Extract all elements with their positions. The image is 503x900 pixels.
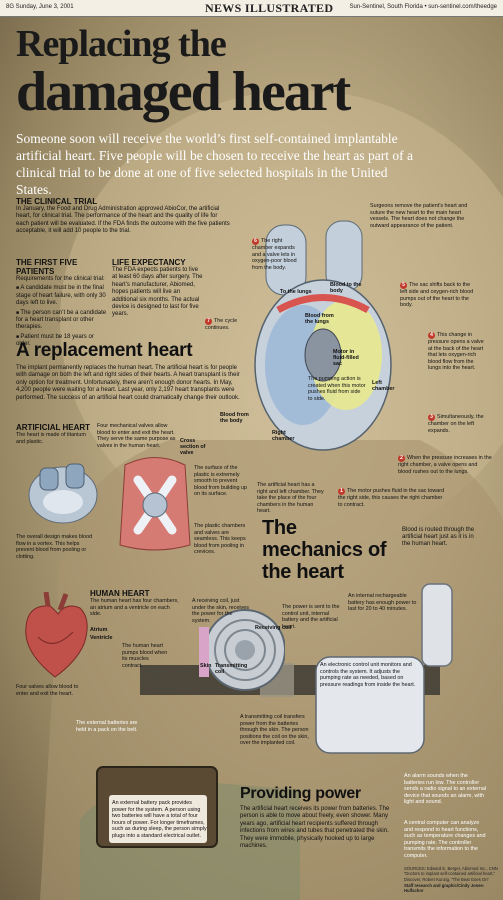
- artificial-heart-device-image: [28, 463, 98, 524]
- transmitting-coil-callout: A transmitting coil transfers power from…: [240, 714, 309, 747]
- step-number: 2: [398, 455, 405, 462]
- providing-power-heading: Providing power: [240, 785, 361, 802]
- artificial-place-callout: The artificial heart has a right and lef…: [257, 482, 324, 515]
- replacement-heading: A replacement heart: [16, 340, 193, 361]
- first-five-section: THE FIRST FIVE PATIENTS Requirements for…: [16, 258, 110, 349]
- masthead-source: Sun-Sentinel, South Florida • sun-sentin…: [349, 4, 497, 10]
- skin-label: Skin: [200, 663, 212, 669]
- step-number: 5: [400, 282, 407, 289]
- ventricle-label: Ventricle: [90, 635, 113, 641]
- surgeons-callout: Surgeons remove the patient’s heart and …: [370, 203, 468, 229]
- power-sent-callout: The power is sent to the control unit, i…: [282, 604, 340, 630]
- first-five-bullet: A candidate must be in the final stage o…: [16, 285, 110, 307]
- replacement-text: The implant permanently replaces the hum…: [16, 365, 240, 401]
- step-number: 3: [428, 414, 435, 421]
- from-lungs-label: Blood from the lungs: [305, 313, 334, 325]
- external-battery-callout: An external battery pack provides power …: [112, 800, 207, 839]
- first-five-bullet: Patient must be 18 years or older.: [16, 334, 110, 349]
- mechanics-heading: The mechanics of the heart: [262, 517, 387, 583]
- motor-label: Motor in fluid-filled sac: [333, 349, 359, 367]
- from-body-label: Blood from the body: [220, 412, 249, 424]
- internal-battery-image: [421, 583, 453, 667]
- control-unit-image: [315, 656, 425, 754]
- transmitting-coil-label: Transmitting coil: [215, 663, 248, 675]
- intro-text: Someone soon will receive the world’s fi…: [16, 131, 413, 197]
- first-five-intro: Requirements for the clinical trial:: [16, 276, 105, 282]
- coil-image: [199, 609, 285, 691]
- internal-battery-callout: An internal rechargeable battery has eno…: [348, 593, 417, 613]
- clinical-trial-section: THE CLINICAL TRIAL In January, the Food …: [16, 197, 231, 236]
- sources: SOURCES: Edward E. Berger, Abiomed Inc.,…: [404, 866, 498, 882]
- clinical-trial-heading: THE CLINICAL TRIAL: [16, 197, 98, 206]
- first-five-heading: THE FIRST FIVE PATIENTS: [16, 258, 78, 276]
- step-number: 1: [338, 488, 345, 495]
- alarm-callout: An alarm sounds when the batteries run l…: [404, 773, 487, 806]
- replacement-section: A replacement heart The implant permanen…: [16, 340, 241, 402]
- human-heart-caption: HUMAN HEART The human heart has four cha…: [90, 589, 180, 618]
- step-number: 6: [252, 238, 259, 245]
- credit: Staff research and graphic/Cindy Jones-H…: [404, 883, 485, 894]
- external-battery-image: [96, 766, 218, 848]
- artificial-heart-caption: ARTIFICIAL HEART The heart is made of ti…: [16, 423, 94, 445]
- artificial-heart-text: The heart is made of titanium and plasti…: [16, 432, 86, 445]
- life-expectancy-section: LIFE EXPECTANCY The FDA expects patients…: [112, 258, 204, 319]
- human-heart-pumps-callout: The human heart pumps blood when its mus…: [122, 643, 168, 669]
- artificial-heart-diagram: [254, 220, 392, 451]
- central-computer-callout: A central computer can analyze and respo…: [404, 820, 486, 859]
- title-line-2: damaged heart: [16, 61, 351, 123]
- masthead: 8G Sunday, June 3, 2001 NEWS ILLUSTRATED…: [0, 0, 503, 17]
- first-five-bullet: The person can’t be a candidate for a he…: [16, 310, 110, 332]
- surface-callout: The surface of the plastic is extremely …: [194, 465, 248, 498]
- atrium-label: Atrium: [90, 627, 108, 633]
- control-unit-callout: An electronic control unit monitors and …: [320, 662, 416, 688]
- four-valves-callout: Four mechanical valves allow blood to en…: [97, 423, 176, 449]
- cross-section-label: Cross section of valve: [180, 438, 206, 456]
- receiving-coil-label: Receiving coil: [255, 625, 292, 631]
- step-number: 4: [428, 332, 435, 339]
- human-heart-image: [25, 592, 88, 678]
- artificial-heart-heading: ARTIFICIAL HEART: [16, 423, 91, 432]
- human-heart-valves-callout: Four valves allow blood to enter and exi…: [16, 684, 79, 697]
- masthead-date: 8G Sunday, June 3, 2001: [6, 4, 74, 10]
- human-heart-heading: HUMAN HEART: [90, 589, 150, 598]
- providing-power-section: Providing power The artificial heart rec…: [240, 785, 400, 850]
- masthead-section: NEWS ILLUSTRATED: [205, 1, 334, 15]
- to-body-label: Blood to the body: [330, 282, 362, 294]
- clinical-trial-text: In January, the Food and Drug Administra…: [16, 206, 230, 235]
- pumping-callout: The pumping action is created when this …: [308, 376, 366, 402]
- left-chamber-label: Left chamber: [372, 380, 395, 392]
- plastic-chambers-callout: The plastic chambers and valves are seam…: [194, 523, 246, 556]
- valve-cross-section-image: [119, 457, 191, 551]
- providing-power-text: The artificial heart receives its power …: [240, 806, 390, 850]
- to-lungs-label: To the lungs: [280, 289, 312, 295]
- human-heart-text: The human heart has four chambers, an at…: [90, 598, 179, 618]
- step-number: 7: [205, 318, 212, 325]
- life-expectancy-heading: LIFE EXPECTANCY: [112, 258, 186, 267]
- title-line-1: Replacing the: [16, 23, 227, 65]
- external-packs-callout: The external batteries are held in a pac…: [76, 720, 138, 733]
- right-chamber-label: Right chamber: [272, 430, 295, 442]
- life-expectancy-text: The FDA expects patients to live at leas…: [112, 267, 203, 318]
- overall-design-callout: The overall design makes blood flow in a…: [16, 534, 93, 560]
- blood-routed-callout: Blood is routed through the artificial h…: [402, 527, 475, 547]
- receiving-coil-callout: A receiving coil, just under the skin, r…: [192, 598, 249, 624]
